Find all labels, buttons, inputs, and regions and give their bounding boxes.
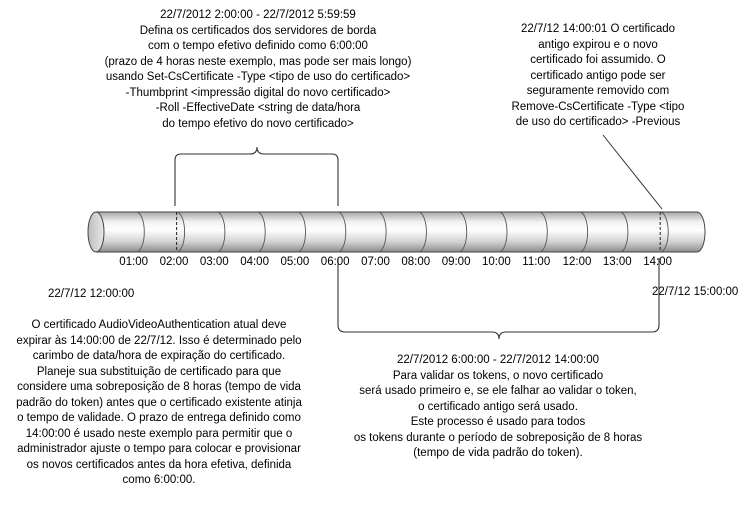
left-line-1: O certificado AudioVideoAuthentication a…	[31, 319, 287, 331]
hour-label: 02:00	[159, 256, 189, 268]
segment-lines	[136, 211, 669, 253]
left-line-10: os novos certificados antes da hora efet…	[26, 458, 292, 471]
segment-divider	[216, 211, 226, 253]
right-line-2: antigo expirou e o novo	[538, 38, 658, 51]
segment-divider	[619, 211, 629, 253]
timeline-end-label: 22/7/12 15:00:00	[652, 286, 739, 298]
hour-label: 13:00	[602, 256, 632, 268]
top-line-7: -Roll -EffectiveDate <string de data/hor…	[155, 102, 361, 114]
bottom-annotation: 22/7/2012 6:00:00 - 22/7/2012 14:00:00 P…	[328, 353, 668, 462]
hour-label: 04:00	[240, 256, 269, 268]
bottom-line-7: (tempo de vida padrão do token).	[413, 447, 583, 459]
top-line-8: do tempo efetivo do novo certificado>	[162, 117, 354, 130]
hour-label: 01:00	[119, 256, 149, 268]
right-line-6: Remove-CsCertificate -Type <tipo	[511, 100, 685, 113]
segment-divider	[257, 211, 266, 253]
segment-divider	[539, 211, 548, 253]
top-line-1: 22/7/2012 2:00:00 - 22/7/2012 5:59:59	[160, 9, 356, 21]
segment-divider	[579, 211, 589, 253]
hour-label: 08:00	[401, 256, 431, 268]
segment-divider	[136, 211, 145, 253]
bottom-line-3: será usado primeiro e, se ele falhar ao …	[359, 385, 637, 397]
segment-divider	[418, 211, 427, 253]
bottom-line-5: Este processo é usado para todos	[410, 416, 586, 428]
left-annotation: O certificado AudioVideoAuthentication a…	[0, 318, 318, 489]
top-line-6: -Thumbprint <impressão digital do novo c…	[125, 86, 391, 99]
hour-label: 05:00	[280, 256, 310, 268]
right-line-1: 22/7/12 14:00:01 O certificado	[520, 23, 676, 35]
top-annotation: 22/7/2012 2:00:00 - 22/7/2012 5:59:59 De…	[78, 8, 438, 132]
right-line-5: seguramente removido com	[526, 85, 670, 97]
top-line-2: Defina os certificados dos servidores de…	[139, 24, 377, 37]
hour-label: 06:00	[320, 256, 350, 268]
bottom-line-1: 22/7/2012 6:00:00 - 22/7/2012 14:00:00	[396, 354, 600, 366]
right-annotation: 22/7/12 14:00:01 O certificado antigo ex…	[498, 22, 698, 131]
segment-divider	[660, 211, 669, 253]
segment-divider	[498, 211, 508, 253]
hour-label: 12:00	[562, 256, 592, 268]
timeline-start-label: 22/7/12 12:00:00	[48, 288, 135, 300]
left-line-6: padrão do token) antes que o certificado…	[16, 396, 302, 409]
segment-divider	[458, 211, 468, 253]
right-line-3: certificado foi assumido. O	[530, 54, 666, 66]
top-bracket	[174, 146, 339, 206]
bottom-line-6: os tokens durante o período de sobreposi…	[353, 431, 643, 444]
hour-label: 09:00	[441, 256, 471, 268]
left-line-11: como 6:00:00.	[122, 474, 196, 486]
left-line-9: administrador ajuste o tempo para coloca…	[17, 443, 301, 455]
segment-divider	[337, 211, 347, 253]
segment-divider	[378, 211, 387, 253]
hour-label: 03:00	[199, 256, 229, 268]
timeline-bar	[87, 211, 706, 253]
hour-label: 14:00	[643, 256, 672, 268]
right-line-4: certificado antigo pode ser	[530, 69, 666, 82]
hour-label: 07:00	[361, 256, 390, 268]
expiry-pointer-line	[602, 134, 663, 210]
left-line-4: Planeje sua substituição de certificado …	[36, 365, 282, 378]
segment-divider	[176, 211, 186, 253]
right-line-7: de uso do certificado> -Previous	[515, 116, 681, 128]
bottom-bracket	[337, 258, 660, 340]
left-line-5: considere uma sobreposição de 8 horas (t…	[17, 381, 301, 393]
left-line-2: expirar às 14:00:00 de 22/7/12. Isso é d…	[16, 334, 302, 347]
top-line-5: usando Set-CsCertificate -Type <tipo de …	[105, 71, 411, 83]
top-line-3: com o tempo efetivo definido como 6:00:0…	[148, 40, 368, 52]
left-line-3: carimbo de data/hora de expiração do cer…	[32, 350, 286, 362]
left-line-7: o tempo de validade. O prazo de entrega …	[17, 412, 301, 424]
hour-label: 10:00	[482, 256, 511, 268]
segment-divider	[297, 211, 306, 253]
bottom-line-2: Para validar os tokens, o novo certifica…	[392, 369, 604, 382]
left-line-8: 14:00:00 é usado neste exemplo para perm…	[25, 427, 293, 440]
bottom-line-4: o certificado antigo será usado.	[418, 400, 578, 413]
top-line-4: (prazo de 4 horas neste exemplo, mas pod…	[104, 55, 412, 68]
hour-label: 11:00	[522, 256, 551, 268]
